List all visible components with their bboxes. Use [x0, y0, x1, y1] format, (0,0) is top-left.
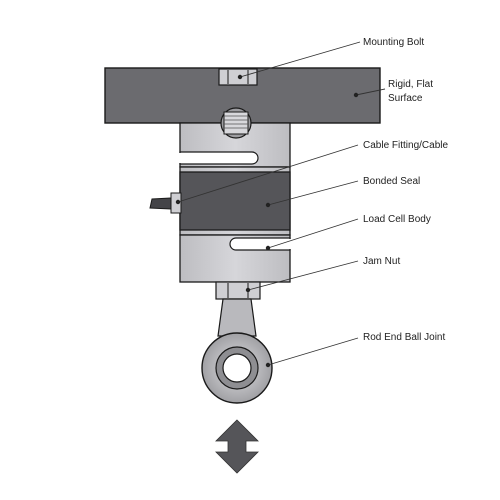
- jam-nut: [215, 281, 261, 300]
- cable-fitting: [149, 192, 182, 214]
- label-cable-fitting: Cable Fitting/Cable: [363, 140, 448, 151]
- label-jam-nut: Jam Nut: [363, 256, 400, 267]
- label-rigid-flat-surface-line1: Rigid, Flat: [388, 79, 433, 90]
- label-rod-end-ball-joint: Rod End Ball Joint: [363, 332, 445, 343]
- bonded-seal: [179, 171, 291, 231]
- rod-end-ball-joint: [201, 298, 273, 404]
- up-down-arrow-icon: [215, 419, 259, 474]
- mounting-bolt-thread: [220, 107, 252, 139]
- label-load-cell-body: Load Cell Body: [363, 214, 431, 225]
- label-bonded-seal: Bonded Seal: [363, 176, 420, 187]
- label-mounting-bolt: Mounting Bolt: [363, 37, 424, 48]
- label-rigid-flat-surface-line2: Surface: [388, 93, 423, 104]
- leader-lines: [175, 41, 386, 368]
